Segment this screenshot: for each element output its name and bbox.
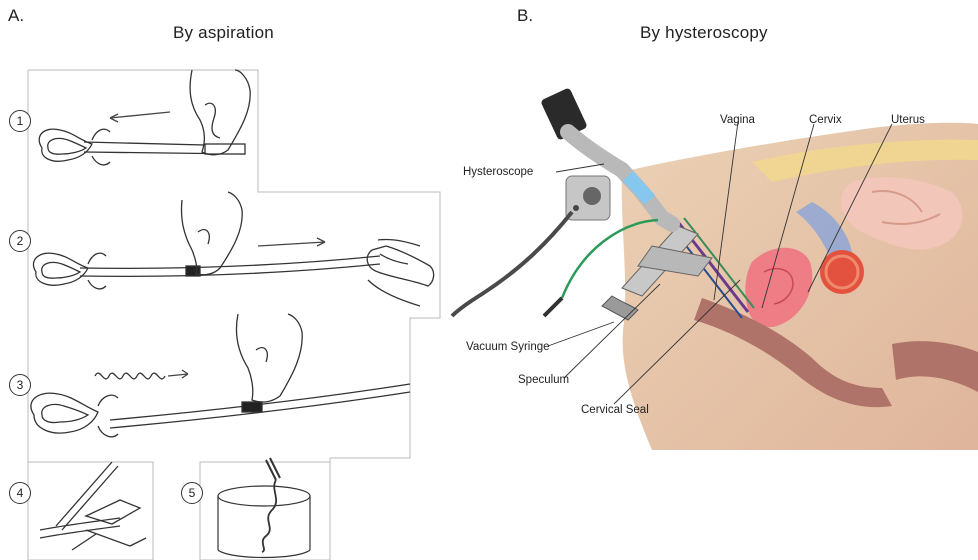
panel-b-title: By hysteroscopy (640, 23, 768, 43)
step-4-badge: 4 (9, 482, 31, 504)
step-2-badge: 2 (9, 230, 31, 252)
panel-a-letter: A. (8, 6, 24, 26)
step-5-badge: 5 (181, 482, 203, 504)
label-cervical-seal: Cervical Seal (581, 404, 649, 416)
step2-drawing (33, 192, 433, 306)
step-3-badge: 3 (9, 374, 31, 396)
step1-drawing (39, 70, 250, 165)
step3-drawing (31, 314, 410, 437)
label-uterus: Uterus (891, 114, 925, 126)
aspiration-illustration (0, 60, 470, 560)
label-vacuum-syringe: Vacuum Syringe (466, 341, 550, 353)
step-1-badge: 1 (9, 110, 31, 132)
label-cervix: Cervix (809, 114, 842, 126)
panel-a-title: By aspiration (173, 23, 274, 43)
step5-drawing (218, 458, 310, 558)
label-hysteroscope: Hysteroscope (463, 166, 533, 178)
label-vagina: Vagina (720, 114, 755, 126)
panel-b-letter: B. (517, 6, 533, 26)
step4-drawing (40, 462, 146, 550)
label-speculum: Speculum (518, 374, 569, 386)
